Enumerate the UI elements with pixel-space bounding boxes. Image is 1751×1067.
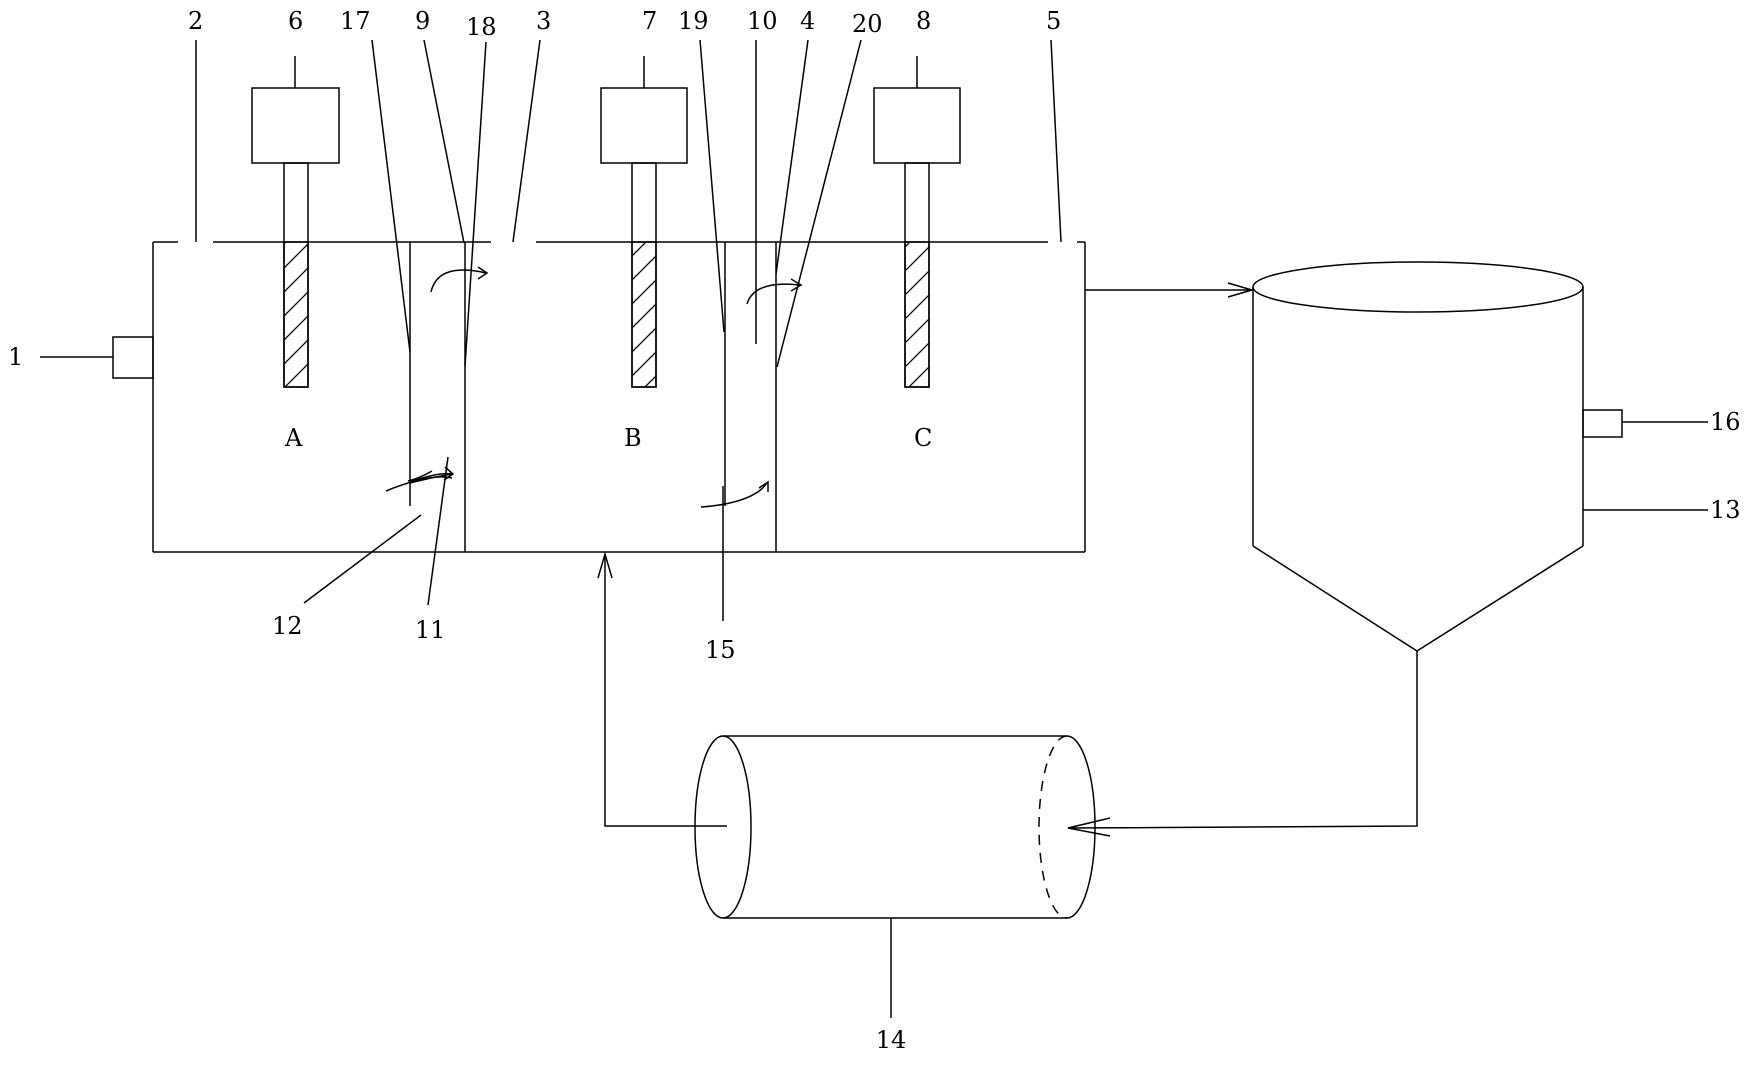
cylinder-front-end <box>694 735 752 919</box>
label-4: 4 <box>800 7 815 35</box>
stirrer-a <box>251 56 340 388</box>
settler-cone-left <box>1252 545 1418 652</box>
leader-17 <box>371 39 411 353</box>
sludge-pipe <box>1067 651 1418 837</box>
settler-nozzle <box>1582 409 1623 438</box>
leader-11 <box>427 456 449 606</box>
label-3: 3 <box>536 7 551 35</box>
label-19: 19 <box>678 7 709 35</box>
stirrer-blade <box>904 241 930 388</box>
settler-cone-right <box>1416 545 1584 652</box>
label-12: 12 <box>272 612 303 640</box>
flow-arrows <box>385 266 803 508</box>
leader-18 <box>464 41 487 367</box>
flow-arrow-11 <box>407 470 433 482</box>
stirrer-b <box>600 56 688 388</box>
label-20: 20 <box>852 10 883 38</box>
label-17: 17 <box>340 7 371 35</box>
label-2: 2 <box>188 7 203 35</box>
leader-12 <box>303 514 422 604</box>
flow-arrow-10 <box>746 283 801 305</box>
stirrer-blade <box>283 241 309 388</box>
leader-lines <box>40 39 1708 1018</box>
stirrer-c <box>873 56 961 388</box>
zone-label-b: B <box>624 424 642 452</box>
label-5: 5 <box>1046 7 1061 35</box>
leader-9 <box>423 39 465 244</box>
zone-label-c: C <box>914 424 932 452</box>
leader-19 <box>699 39 725 333</box>
leader-4 <box>775 39 809 275</box>
settler-top <box>1252 261 1584 313</box>
label-9: 9 <box>415 7 430 35</box>
leader-3 <box>512 39 541 243</box>
label-15: 15 <box>705 636 736 664</box>
label-16: 16 <box>1710 408 1741 436</box>
inlet-nozzle <box>112 336 154 379</box>
motor-box <box>251 87 340 164</box>
leader-5 <box>1050 39 1062 243</box>
flow-arrow-15 <box>700 482 768 508</box>
flow-arrow-9 <box>430 269 487 293</box>
settling-tank <box>1252 261 1623 652</box>
flow-arrow-head <box>409 466 455 484</box>
flow-arrow-head <box>477 266 489 280</box>
zone-label-a: A <box>284 424 303 452</box>
label-1: 1 <box>8 343 23 371</box>
flow-arrow-head <box>790 278 803 292</box>
sludge-arrow <box>1067 817 1111 837</box>
label-14: 14 <box>876 1026 907 1054</box>
partitions <box>409 242 777 552</box>
stirrer-blade <box>631 241 657 388</box>
leader-20 <box>776 39 862 368</box>
cylinder-back-end-hidden <box>1038 735 1068 919</box>
label-18: 18 <box>466 13 497 41</box>
recycle-arrow <box>597 551 613 579</box>
cylinder-back-end-visible <box>1066 735 1096 919</box>
label-8: 8 <box>916 7 931 35</box>
outlet-pipe <box>1085 282 1255 298</box>
motor-box <box>600 87 688 164</box>
outlet-arrow <box>1227 282 1255 298</box>
sludge-line <box>1067 651 1418 829</box>
reaction-tank <box>152 241 1086 553</box>
flow-arrow-head <box>758 480 769 492</box>
label-10: 10 <box>747 7 778 35</box>
label-6: 6 <box>288 7 303 35</box>
label-11: 11 <box>415 616 446 644</box>
filter-cylinder <box>694 735 1096 919</box>
label-13: 13 <box>1710 496 1741 524</box>
recycle-pipe <box>597 551 727 827</box>
recycle-line <box>604 554 727 827</box>
label-7: 7 <box>642 7 657 35</box>
motor-box <box>873 87 961 164</box>
